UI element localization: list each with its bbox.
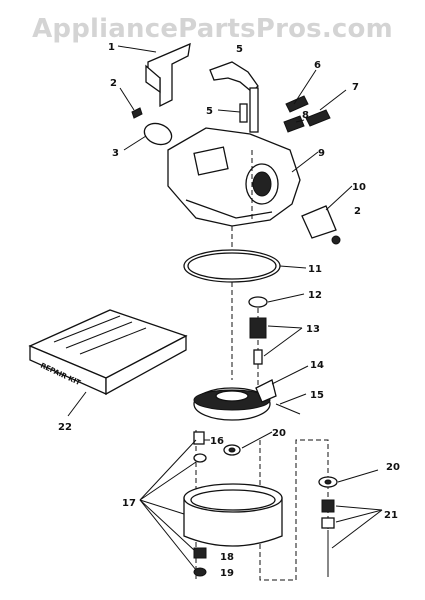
part-15-pin — [275, 403, 301, 415]
callout-2b: 2 — [354, 206, 361, 217]
part-11-gasket — [183, 249, 281, 283]
part-12-oring — [248, 296, 268, 308]
callout-6: 6 — [314, 60, 321, 71]
callout-14: 14 — [310, 360, 324, 371]
callout-21: 21 — [384, 510, 398, 521]
part-18-19-fittings — [193, 547, 207, 577]
callout-20b: 20 — [386, 462, 400, 473]
callout-10: 10 — [352, 182, 366, 193]
callout-17: 17 — [122, 498, 136, 509]
callout-19: 19 — [220, 568, 234, 579]
callout-2: 2 — [110, 78, 117, 89]
part-2-screw — [131, 107, 143, 119]
callout-20: 20 — [272, 428, 286, 439]
callout-numbers: 1 2 3 5 5 6 7 8 9 10 2 11 12 13 14 15 20… — [58, 42, 400, 579]
part-16-screw — [193, 431, 205, 445]
callout-3: 3 — [112, 148, 119, 159]
part-10-bracket — [301, 205, 337, 239]
part-6-lever — [209, 61, 259, 133]
part-9-carburetor-body — [167, 127, 301, 227]
callout-7: 7 — [352, 82, 359, 93]
part-7-8-screws — [283, 95, 331, 133]
callout-12: 12 — [308, 290, 322, 301]
callout-16: 16 — [210, 436, 224, 447]
callout-22: 22 — [58, 422, 72, 433]
part-3-plate — [143, 122, 173, 146]
callout-8: 8 — [302, 110, 309, 121]
callout-5: 5 — [206, 106, 213, 117]
part-1-bracket — [145, 42, 191, 108]
callout-1: 1 — [108, 42, 115, 53]
callout-9: 9 — [318, 148, 325, 159]
part-22-repair-kit: REPAIR KIT — [28, 309, 188, 396]
callout-11: 11 — [308, 264, 322, 275]
callout-13: 13 — [306, 324, 320, 335]
callout-5b: 5 — [236, 44, 243, 55]
part-17-float-bowl — [183, 453, 283, 547]
part-14-float — [193, 379, 277, 421]
callout-15: 15 — [310, 390, 324, 401]
callout-18: 18 — [220, 552, 234, 563]
part-2-screw-right — [331, 235, 341, 245]
watermark: AppliancePartsPros.com — [32, 14, 393, 44]
part-20-21-fittings — [318, 476, 338, 574]
part-13-needle-seat — [249, 317, 267, 365]
part-20-washer — [223, 444, 241, 456]
leader-lines — [67, 45, 383, 571]
part-5-pin — [239, 103, 248, 123]
